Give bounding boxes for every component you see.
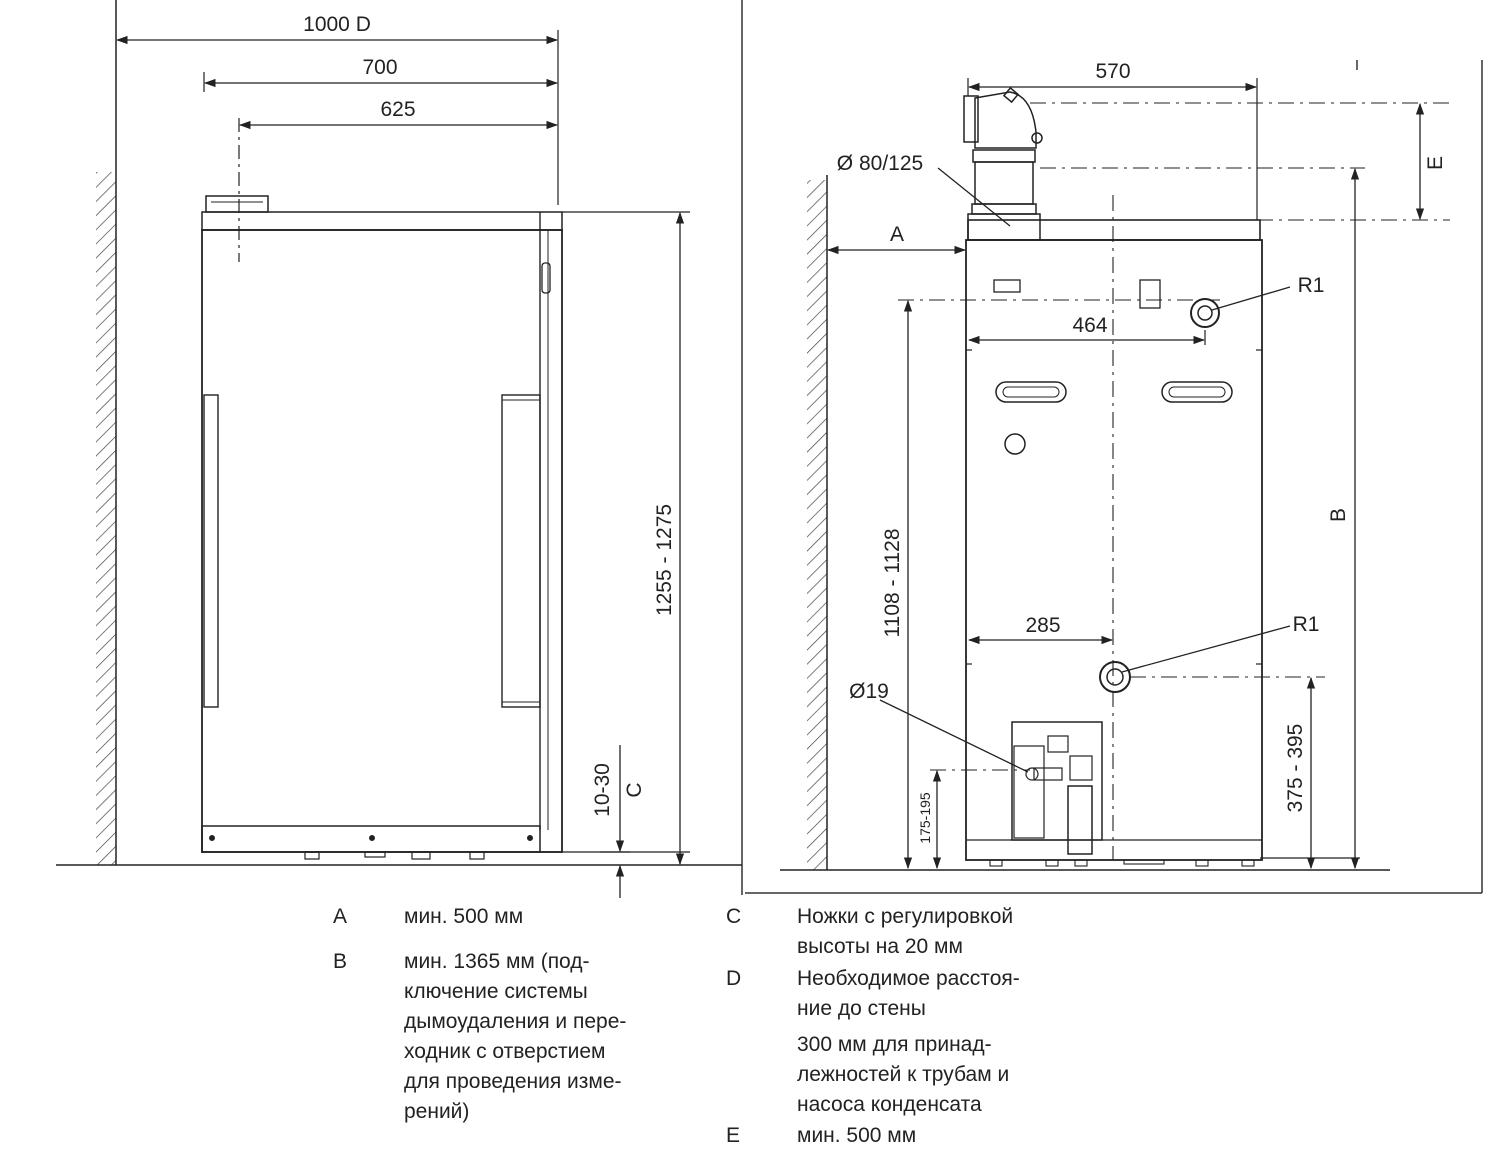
legend-right: C Ножки с регулировкой высоты на 20 мм D… xyxy=(726,902,1126,1152)
dim-height-label: 1255 - 1275 xyxy=(653,504,676,616)
dim-464-label: 464 xyxy=(1072,314,1107,337)
legend-key-b: B xyxy=(333,950,348,973)
legend-text-b: мин. 1365 мм (под- ключение системы дымо… xyxy=(404,950,627,1123)
legend-text-a: мин. 500 мм xyxy=(404,905,524,928)
dim-375-label: 375 - 395 xyxy=(1284,724,1307,813)
dim-700-label: 700 xyxy=(362,56,397,79)
legend-text-c: Ножки с регулировкой высоты на 20 мм xyxy=(797,905,1014,958)
dim-1108-label: 1108 - 1128 xyxy=(881,529,904,638)
boiler-side xyxy=(201,195,563,860)
wall-hatch-left xyxy=(96,172,116,865)
legend-text-e: мин. 500 мм xyxy=(797,1124,917,1147)
legend-key-d: D xyxy=(726,967,742,990)
side-view: 1000 D 700 625 1255 - 1275 10-30 C xyxy=(56,0,743,898)
clearance-b-label: B xyxy=(1327,508,1350,522)
front-view: 570 Ø 80/125 A R1 464 285 R1 Ø19 E B 110… xyxy=(745,60,1483,894)
legend-text-d: Необходимое расстоя- ние до стены xyxy=(797,967,1020,1020)
dim-175-label: 175-195 xyxy=(917,792,933,844)
legend-left: A мин. 500 мм B мин. 1365 мм (под- ключе… xyxy=(333,902,713,1142)
legend-key-e: E xyxy=(726,1124,741,1147)
clearance-a-label: A xyxy=(890,223,904,246)
connection-r1-bottom-label: R1 xyxy=(1293,613,1320,636)
legend-text-d-note: 300 мм для принад- лежностей к трубам и … xyxy=(797,1033,1010,1116)
wall-hatch-right xyxy=(807,180,827,870)
connection-r1-top-label: R1 xyxy=(1298,274,1325,297)
dim-570-label: 570 xyxy=(1095,60,1130,83)
boiler-front xyxy=(965,219,1263,867)
dim-1000-label: 1000 D xyxy=(303,13,371,36)
condensate-diameter-label: Ø19 xyxy=(849,680,889,703)
flue-adapter xyxy=(963,86,1043,241)
dim-625-label: 625 xyxy=(380,98,415,121)
flue-diameter-label: Ø 80/125 xyxy=(837,152,923,175)
feet-key-label: C xyxy=(623,782,646,797)
dim-285-label: 285 xyxy=(1025,614,1060,637)
legend-key-c: C xyxy=(726,905,742,928)
clearance-e-label: E xyxy=(1424,156,1447,170)
dim-feet-label: 10-30 xyxy=(591,763,614,817)
legend-key-a: A xyxy=(333,905,348,928)
